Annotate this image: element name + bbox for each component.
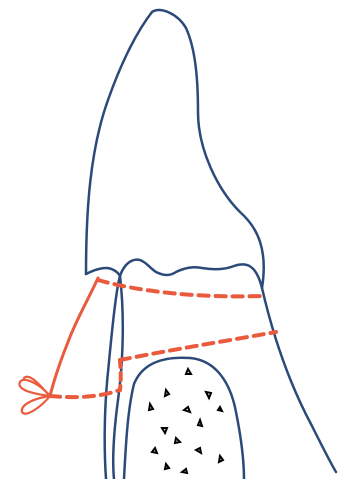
suture-dashed-vertical [120, 360, 121, 390]
alveolar-bone-outline [124, 358, 244, 479]
gum-flap-left-outline [86, 268, 120, 479]
suture-dashed-bottom [50, 390, 120, 397]
root-inner-outline [120, 260, 262, 288]
suture-knot-icon [19, 377, 50, 414]
bone-texture-marks [149, 369, 223, 473]
suture-thread-solid [50, 278, 98, 396]
tooth-outline [86, 10, 336, 472]
suture-dashed-middle [120, 332, 276, 360]
